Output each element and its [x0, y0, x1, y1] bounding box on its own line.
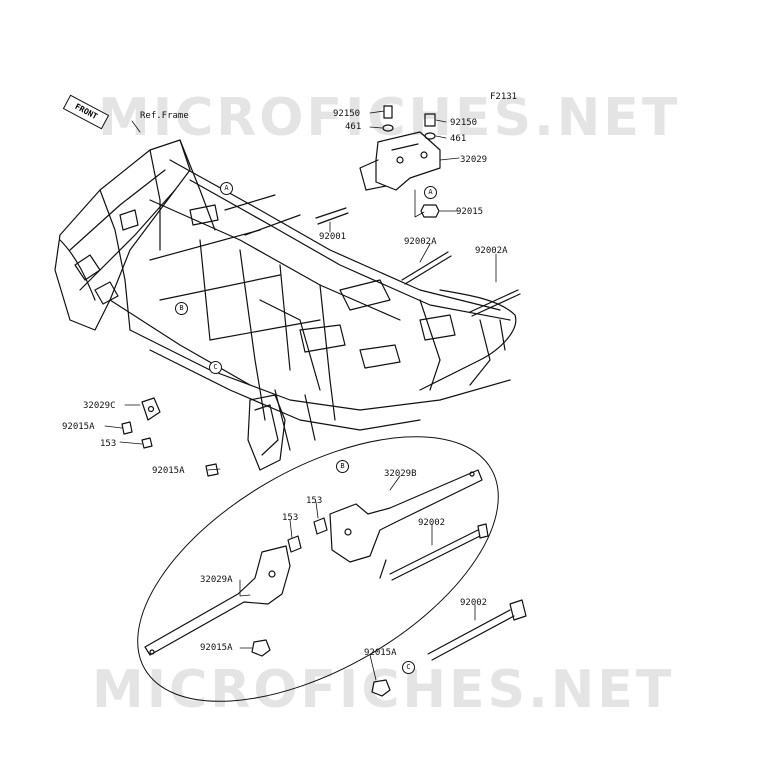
marker-c: C — [209, 361, 222, 374]
callout-32029a: 32029A — [200, 575, 233, 585]
diagram-code: F2131 — [490, 92, 518, 102]
top-bracket — [315, 105, 441, 225]
detail-b-parts — [144, 469, 527, 697]
leader-lines — [104, 110, 497, 681]
callout-461: 461 — [345, 122, 362, 132]
long-bolts — [401, 251, 521, 317]
callout-461: 461 — [450, 134, 467, 144]
frame-assembly — [54, 139, 517, 471]
marker-a: A — [424, 186, 437, 199]
callout-92002a: 92002A — [475, 246, 508, 256]
callout-92150: 92150 — [333, 109, 361, 119]
callout-92015a: 92015A — [152, 466, 185, 476]
callout-92015a: 92015A — [364, 648, 397, 658]
callout-92150: 92150 — [450, 118, 478, 128]
callout-153: 153 — [306, 496, 323, 506]
marker-a: A — [220, 182, 233, 195]
left-bracket-parts — [121, 397, 219, 477]
watermark-bottom: MICROFICHES.NET — [92, 660, 675, 720]
callout-153: 153 — [100, 439, 117, 449]
callout-92002a: 92002A — [404, 237, 437, 247]
callout-92015a: 92015A — [62, 422, 95, 432]
callout-153: 153 — [282, 513, 299, 523]
callout-32029c: 32029C — [83, 401, 116, 411]
callout-92015: 92015 — [456, 207, 484, 217]
marker-b: B — [336, 460, 349, 473]
callout-92002: 92002 — [418, 518, 446, 528]
callout-92001: 92001 — [319, 232, 347, 242]
marker-b: B — [175, 302, 188, 315]
callout-32029: 32029 — [460, 155, 488, 165]
ref-frame-label: Ref.Frame — [140, 111, 189, 121]
callout-92002: 92002 — [460, 598, 488, 608]
callout-32029b: 32029B — [384, 469, 417, 479]
marker-c: C — [402, 661, 415, 674]
callout-92015a: 92015A — [200, 643, 233, 653]
